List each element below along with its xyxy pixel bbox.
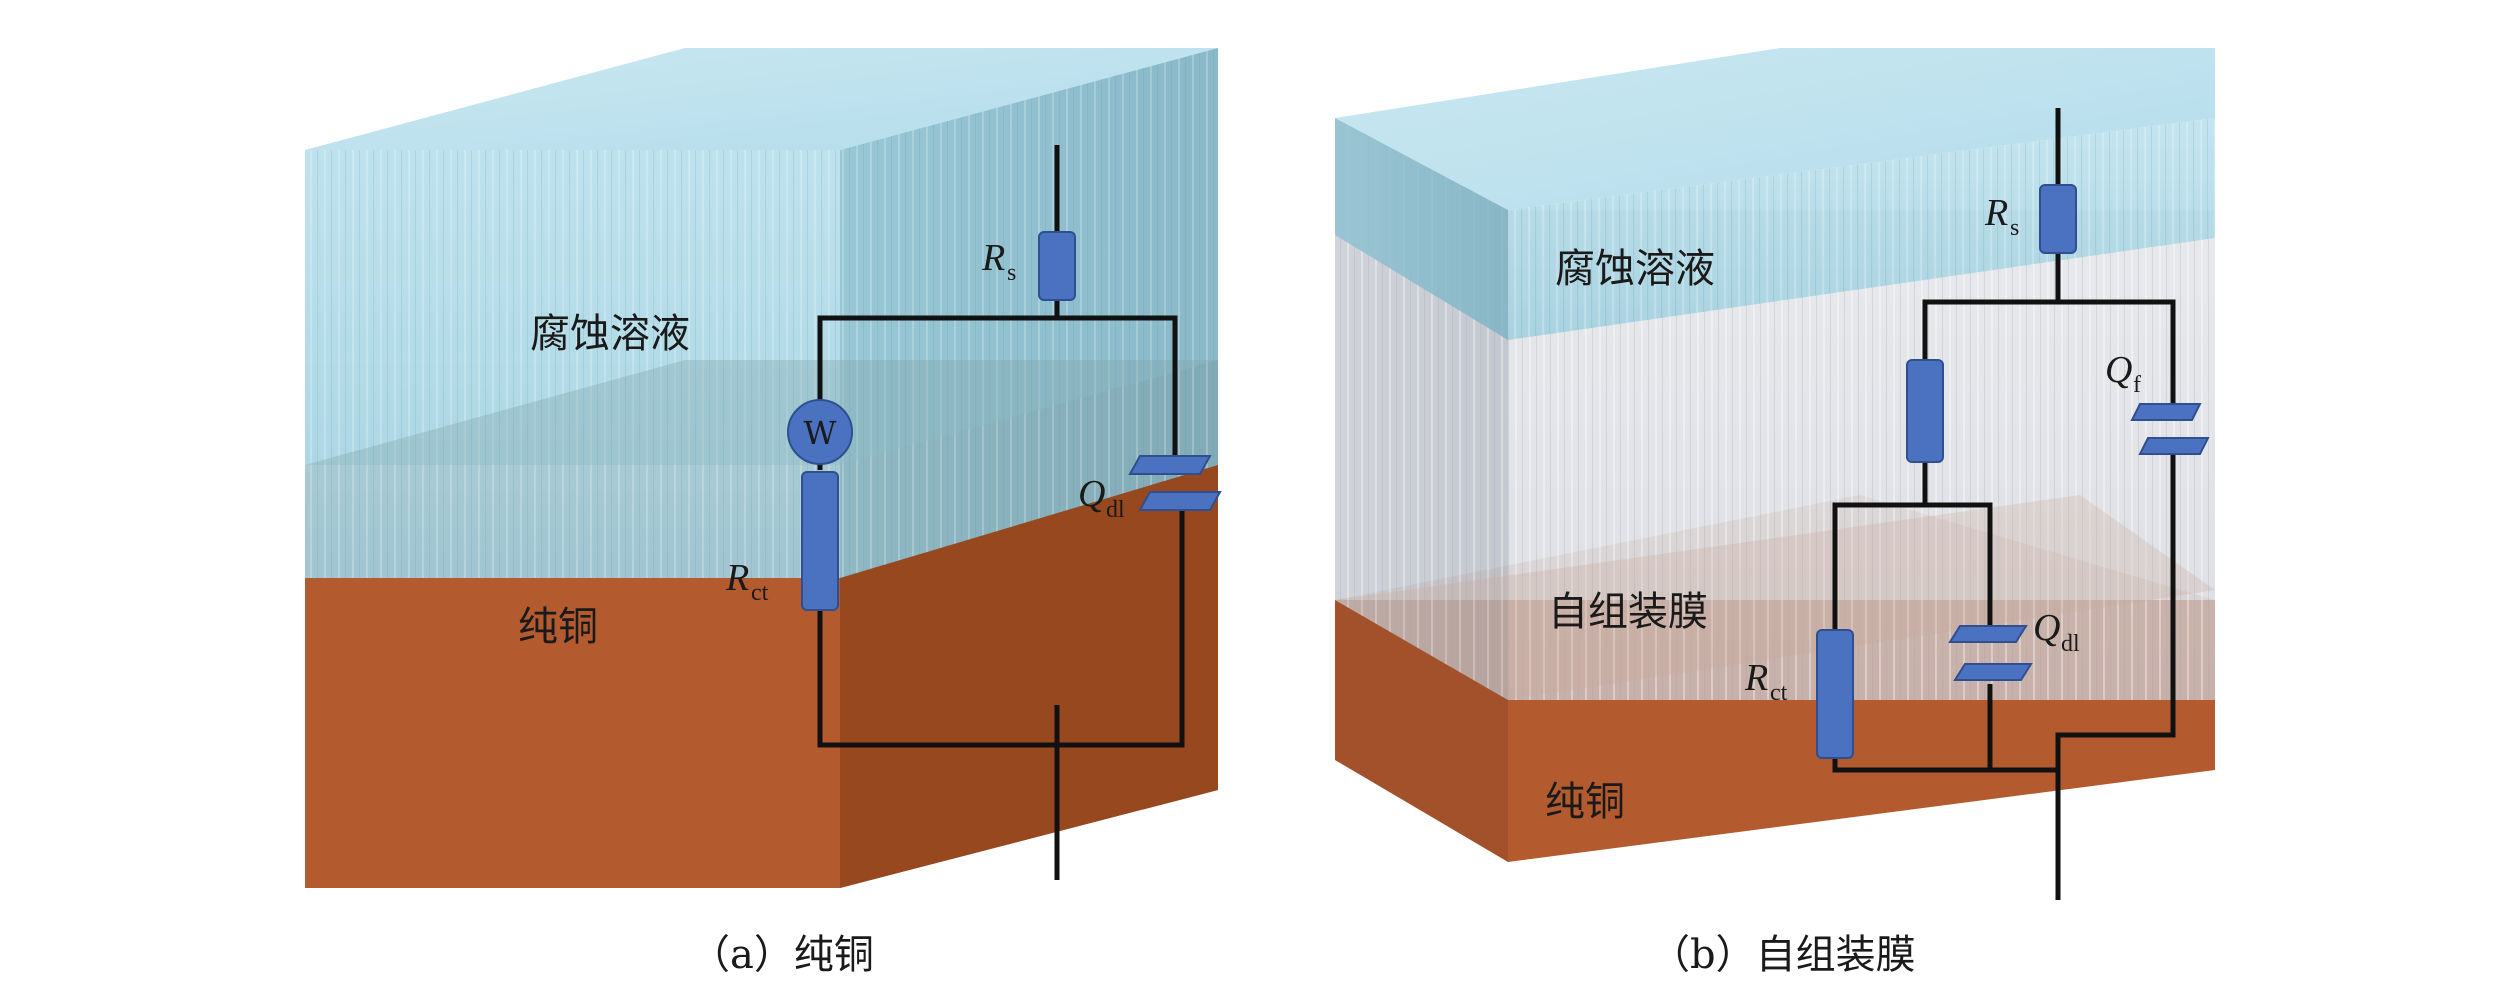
warburg-element-a: W bbox=[787, 399, 853, 465]
caption-a: （a）纯铜 bbox=[690, 932, 874, 978]
rs-label-b: R bbox=[1984, 192, 2008, 234]
qf-capacitor-b bbox=[2130, 403, 2210, 455]
solution-top-a bbox=[305, 48, 1218, 150]
solution-label-a: 腐蚀溶液 bbox=[530, 311, 690, 357]
substrate-label-a: 纯铜 bbox=[518, 604, 598, 650]
rct-sub-b: ct bbox=[1770, 680, 1788, 706]
caption-b: （b）自组装膜 bbox=[1650, 932, 1916, 978]
rs-resistor-a bbox=[1038, 231, 1076, 301]
solution-label-b: 腐蚀溶液 bbox=[1555, 246, 1715, 292]
rct-resistor-a bbox=[801, 471, 839, 611]
qdl-label-b: Q bbox=[2033, 607, 2060, 649]
qdl-sub-a: dl bbox=[1106, 497, 1125, 523]
circuit-b bbox=[1832, 108, 2176, 900]
interface-plane-a bbox=[305, 360, 1218, 465]
film-resistor-b bbox=[1906, 359, 1944, 463]
rct-resistor-b bbox=[1816, 629, 1854, 759]
solution-top-b bbox=[1335, 48, 2215, 210]
qf-sub-b: f bbox=[2133, 372, 2141, 398]
panel-b: 腐蚀溶液 自组装膜 纯铜 R s Q f R ct Q dl （b）自组装膜 bbox=[1335, 48, 2215, 978]
substrate-label-b: 纯铜 bbox=[1545, 779, 1625, 825]
qdl-label-a: Q bbox=[1078, 473, 1105, 515]
qdl-sub-b: dl bbox=[2061, 631, 2080, 657]
rs-label-a: R bbox=[981, 237, 1005, 279]
panel-a: W 腐蚀溶液 纯铜 R s R ct Q dl （a）纯铜 bbox=[305, 48, 1222, 978]
solution-side-b bbox=[1335, 118, 1508, 340]
film-label-b: 自组装膜 bbox=[1548, 589, 1708, 635]
qdl-capacitor-a bbox=[1128, 455, 1222, 511]
rct-sub-a: ct bbox=[751, 580, 769, 606]
warburg-label-a: W bbox=[804, 414, 837, 452]
qdl-capacitor-b bbox=[1948, 625, 2033, 681]
qf-label-b: Q bbox=[2105, 349, 2132, 391]
rs-sub-b: s bbox=[2010, 215, 2019, 241]
rct-label-a: R bbox=[725, 557, 749, 599]
rs-resistor-b bbox=[2039, 184, 2077, 254]
rct-label-b: R bbox=[1744, 657, 1768, 699]
film-interface-plane-b bbox=[1335, 495, 2215, 700]
rs-sub-a: s bbox=[1007, 260, 1016, 286]
